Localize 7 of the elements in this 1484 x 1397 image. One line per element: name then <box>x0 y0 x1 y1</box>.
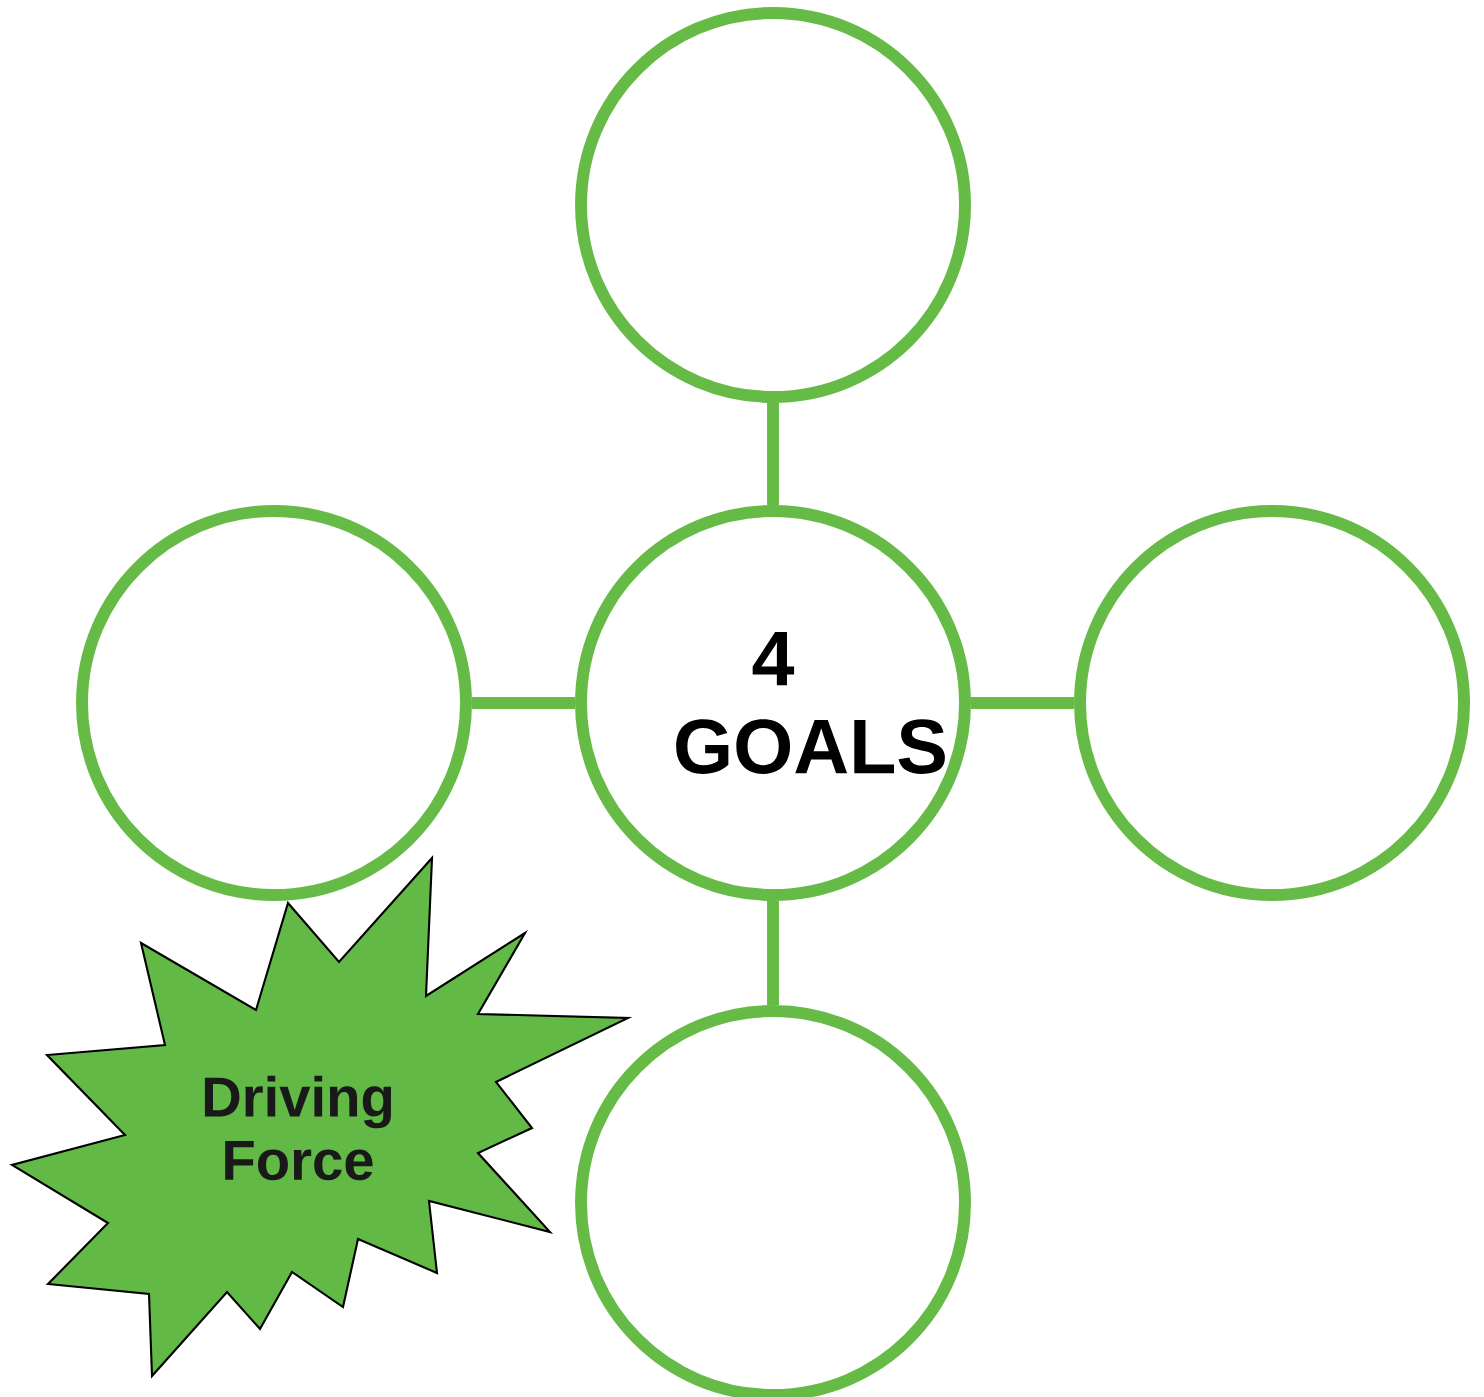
connector-line <box>971 697 1075 709</box>
empty-circle <box>76 505 472 901</box>
empty-circle <box>1074 505 1470 901</box>
connector-line <box>767 900 779 1005</box>
connector-line <box>472 697 576 709</box>
empty-circle <box>575 7 971 403</box>
connector-line <box>767 402 779 505</box>
